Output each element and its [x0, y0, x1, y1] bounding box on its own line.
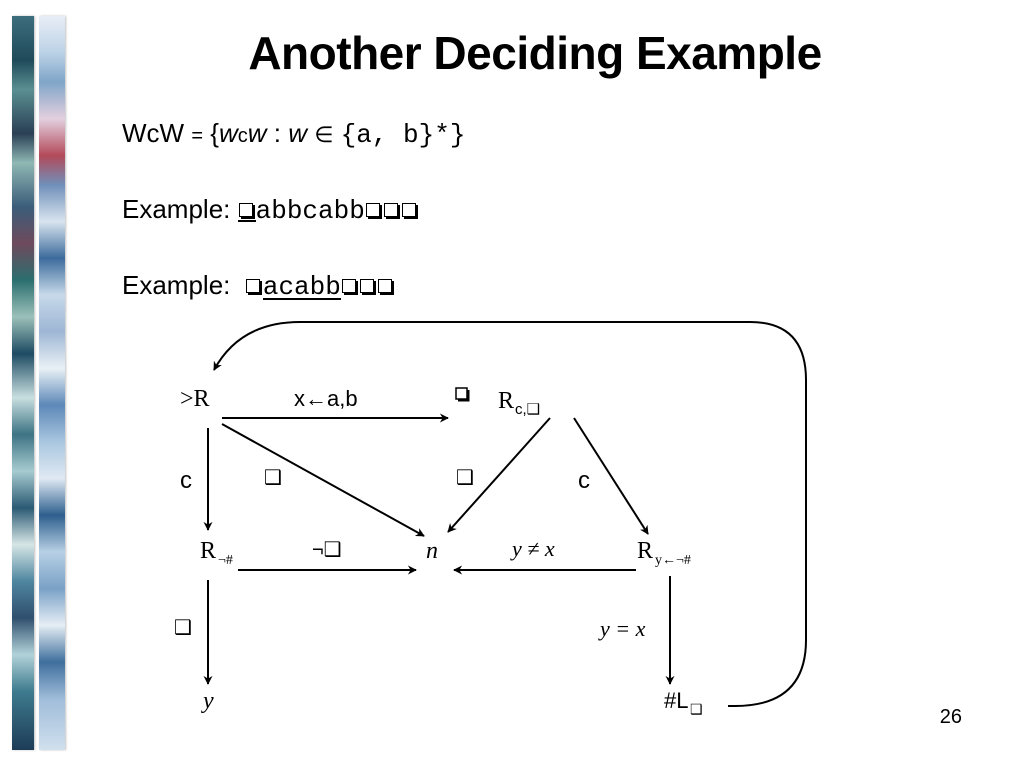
slide-title: Another Deciding Example — [248, 27, 822, 79]
separator-c: c — [237, 125, 248, 147]
language-name: WcW — [122, 118, 185, 148]
element-of: ∈ — [314, 122, 334, 147]
label-start-to-rc: x←a,b — [294, 386, 358, 411]
page-number: 26 — [939, 706, 962, 728]
alphabet-set: {a, b}*} — [340, 120, 466, 150]
example-label: Example: — [122, 194, 231, 224]
loop-back-arrow — [213, 321, 807, 707]
node-y: y — [201, 688, 214, 714]
blank-square-icon — [245, 279, 260, 293]
edge-rc-to-ry — [573, 417, 649, 535]
node-ry-label: R — [637, 538, 653, 564]
label-rc-to-ry: c — [578, 467, 590, 494]
node-ry: R y←¬# — [637, 538, 691, 568]
node-lh: #L ❑ — [664, 688, 703, 717]
example-line-2: Example: acabb — [122, 270, 395, 301]
blank-square-icon — [365, 203, 380, 217]
node-n: n — [426, 538, 438, 564]
decorative-strip-right — [39, 16, 65, 750]
example-label: Example: — [122, 270, 231, 300]
node-rnh-sub: ¬# — [218, 553, 233, 568]
label-rnh-to-y: ❑ — [174, 617, 192, 639]
tape-string: abbcabb — [255, 196, 365, 226]
var-w-2: w — [247, 118, 267, 148]
tape-string: acabb — [262, 272, 341, 302]
blank-square-icon — [401, 203, 416, 217]
blank-square-icon — [238, 203, 253, 217]
node-rnh: R ¬# — [200, 538, 233, 568]
node-rc-label: R — [498, 388, 514, 414]
blank-square-icon — [359, 279, 374, 293]
label-start-to-n: ❑ — [264, 467, 282, 489]
node-rc-sub: c,❑ — [515, 401, 540, 418]
edge-rc-to-n — [447, 417, 551, 533]
label-ry-to-lh: y = x — [598, 616, 646, 641]
decorative-strip-left — [12, 16, 34, 750]
blank-square-icon — [341, 279, 356, 293]
blank-square-icon — [377, 279, 392, 293]
var-w-3: w — [288, 118, 307, 148]
node-ry-sub: y←¬# — [655, 553, 691, 568]
node-rnh-label: R — [200, 538, 216, 564]
label-rnh-to-n: ¬❑ — [312, 539, 342, 561]
colon: : — [273, 118, 281, 148]
label-rc-to-n: ❑ — [456, 467, 474, 489]
blank-square-icon — [455, 387, 470, 402]
node-lh-label: #L — [664, 688, 688, 713]
open-brace: { — [210, 118, 219, 148]
var-w-1: w — [218, 118, 238, 148]
edge-start-to-n — [221, 423, 425, 537]
node-rc: R c,❑ — [455, 387, 540, 418]
node-lh-sub: ❑ — [690, 701, 703, 717]
equals-sign: = — [191, 125, 204, 147]
label-start-c: c — [180, 467, 192, 494]
blank-square-icon — [383, 203, 398, 217]
node-start: >R — [180, 386, 210, 412]
head-position — [237, 198, 256, 222]
language-definition: WcW = {wcw : w ∈ {a, b}*} — [122, 118, 465, 150]
example-line-1: Example: abbcabb — [122, 194, 419, 226]
label-ry-to-n: y ≠ x — [510, 536, 555, 561]
